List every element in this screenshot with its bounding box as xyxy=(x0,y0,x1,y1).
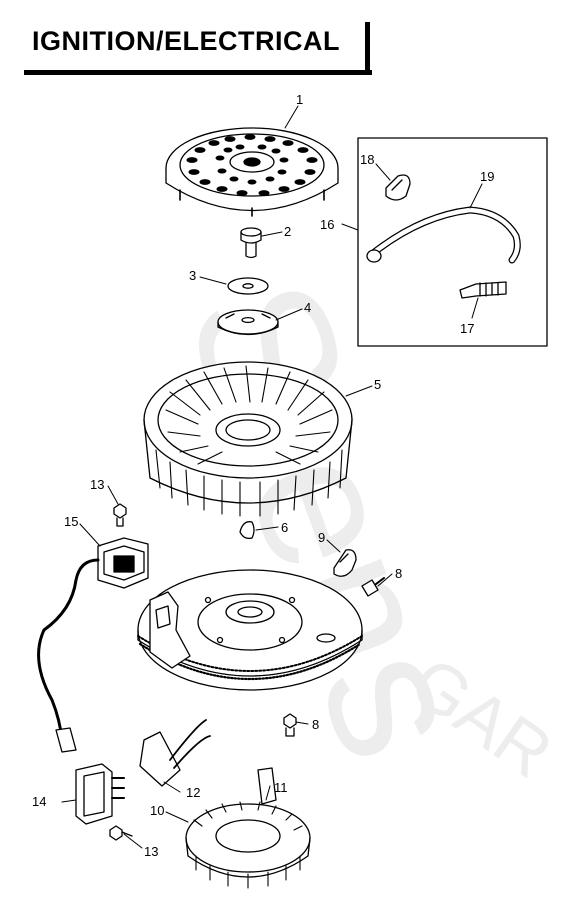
callout-8-upper: 8 xyxy=(395,566,402,581)
title-underline xyxy=(24,70,372,75)
callout-9: 9 xyxy=(318,530,325,545)
part-18-clamp[interactable] xyxy=(385,174,411,201)
callout-17: 17 xyxy=(460,321,474,336)
part-flywheel[interactable] xyxy=(137,569,363,691)
inset-box-16 xyxy=(357,137,548,347)
part-14-regulator[interactable] xyxy=(75,763,125,825)
callout-4: 4 xyxy=(304,300,311,315)
callout-12: 12 xyxy=(186,785,200,800)
part-13-bolt-upper[interactable] xyxy=(113,503,127,527)
callout-6: 6 xyxy=(281,520,288,535)
part-17-fitting[interactable] xyxy=(459,281,507,299)
callout-11: 11 xyxy=(274,780,288,795)
callout-10: 10 xyxy=(150,803,164,818)
callout-13-upper: 13 xyxy=(90,477,104,492)
callout-19: 19 xyxy=(480,169,494,184)
part-1-flywheel-screen[interactable] xyxy=(165,127,339,217)
part-12-connector[interactable] xyxy=(139,719,211,787)
leader-lines xyxy=(61,105,483,849)
callout-14: 14 xyxy=(32,794,46,809)
callout-18: 18 xyxy=(360,152,374,167)
part-8-screw-upper[interactable] xyxy=(361,577,385,597)
callout-8-lower: 8 xyxy=(312,717,319,732)
part-19-tube[interactable] xyxy=(366,206,521,264)
part-2-screw[interactable] xyxy=(240,227,262,259)
callout-16: 16 xyxy=(320,217,334,232)
page-title: IGNITION/ELECTRICAL xyxy=(32,26,340,56)
callout-3: 3 xyxy=(189,268,196,283)
callout-5: 5 xyxy=(374,377,381,392)
part-15-ignition-module[interactable] xyxy=(37,537,149,753)
callout-13-lower: 13 xyxy=(144,844,158,859)
part-4-plate[interactable] xyxy=(217,309,279,336)
part-3-washer[interactable] xyxy=(227,277,269,295)
page-title-box: IGNITION/ELECTRICAL xyxy=(24,22,372,75)
callout-15: 15 xyxy=(64,514,78,529)
title-right-rule xyxy=(365,22,370,75)
part-13-bolt-lower[interactable] xyxy=(109,825,133,841)
part-6-key[interactable] xyxy=(239,521,255,540)
part-9-clip[interactable] xyxy=(333,549,357,577)
callout-2: 2 xyxy=(284,224,291,239)
part-10-stator[interactable] xyxy=(185,801,311,889)
part-8-screw-lower[interactable] xyxy=(283,713,297,737)
part-11-lead[interactable] xyxy=(257,767,277,805)
callout-1: 1 xyxy=(296,92,303,107)
part-5-fan[interactable] xyxy=(143,361,353,517)
